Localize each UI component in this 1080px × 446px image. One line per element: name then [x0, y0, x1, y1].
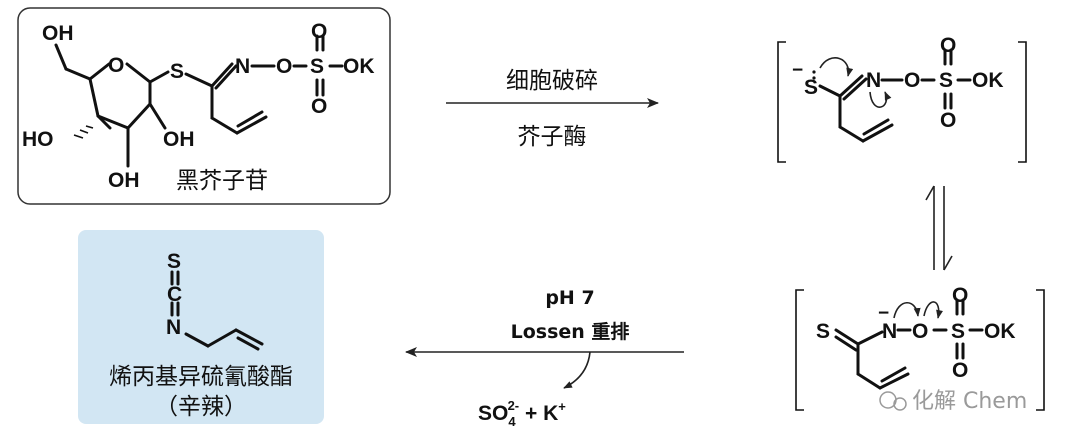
- step1-label-below: 芥子酶: [518, 124, 587, 150]
- product-atom-n: N: [166, 316, 181, 339]
- int1-atom-s2: S: [939, 69, 953, 92]
- step2-label-line2: Lossen 重排: [511, 320, 630, 343]
- int1-atom-n: N: [866, 69, 881, 92]
- atom-o1: O: [276, 55, 292, 78]
- atom-s: S: [170, 60, 184, 83]
- int1-atom-ok: OK: [972, 69, 1004, 92]
- sinigrin-name: 黑芥子苷: [176, 168, 268, 194]
- equilibrium-arrows: [925, 185, 953, 271]
- step1-arrow-group: 细胞破碎 芥子酶: [446, 68, 659, 150]
- step2-label-line1: pH 7: [545, 287, 594, 309]
- atom-oh-top: OH: [42, 22, 74, 45]
- atom-oh-right: OH: [163, 128, 195, 151]
- product-atom-c: C: [167, 283, 182, 306]
- watermark-text: 化解 Chem: [912, 389, 1027, 414]
- atom-oh-bottom: OH: [108, 169, 140, 192]
- int1-atom-o1: O: [904, 69, 920, 92]
- intermediate2-structure: − S N O S O O OK: [795, 284, 1045, 411]
- step2-arrow-group: pH 7 Lossen 重排 SO42- + K+: [405, 287, 684, 429]
- int2-atom-ok: OK: [984, 320, 1016, 343]
- int1-atom-s: S: [804, 76, 818, 99]
- watermark: 化解 Chem: [879, 389, 1027, 414]
- int1-charge: −: [792, 60, 803, 81]
- product-structure: S C N 烯丙基异硫氰酸酯 （辛辣）: [78, 230, 324, 424]
- int2-charge: −: [878, 303, 889, 324]
- int2-atom-s: S: [816, 320, 830, 343]
- int2-atom-s2: S: [951, 320, 965, 343]
- atom-ho-left: HO: [22, 128, 54, 151]
- int2-atom-o-bot: O: [952, 359, 968, 382]
- int1-atom-o-top: O: [940, 34, 956, 57]
- atom-o-bot: O: [311, 95, 327, 118]
- step1-label-above: 细胞破碎: [506, 68, 598, 94]
- atom-s2: S: [310, 55, 324, 78]
- atom-ok: OK: [343, 55, 375, 78]
- product-box: [78, 230, 324, 424]
- int2-atom-n: N: [882, 320, 897, 343]
- int1-atom-o-bot: O: [940, 109, 956, 132]
- atom-n: N: [235, 55, 250, 78]
- sinigrin-structure: OH O S N O S O O OK HO OH OH 黑芥子苷: [17, 7, 391, 205]
- byproduct-curved-arrow: [563, 351, 591, 389]
- byproduct-formula: SO42- + K+: [478, 398, 566, 429]
- product-name: 烯丙基异硫氰酸酯: [109, 364, 293, 390]
- atom-ring-o: O: [108, 54, 124, 77]
- product-common-name: （辛辣）: [155, 394, 247, 420]
- intermediate1-structure: − S N O S O O OK: [777, 34, 1027, 163]
- int2-atom-o1: O: [912, 320, 928, 343]
- atom-o-top: O: [311, 20, 327, 43]
- product-atom-s: S: [167, 250, 181, 273]
- sinigrin-box: [17, 7, 391, 205]
- int2-atom-o-top: O: [952, 284, 968, 307]
